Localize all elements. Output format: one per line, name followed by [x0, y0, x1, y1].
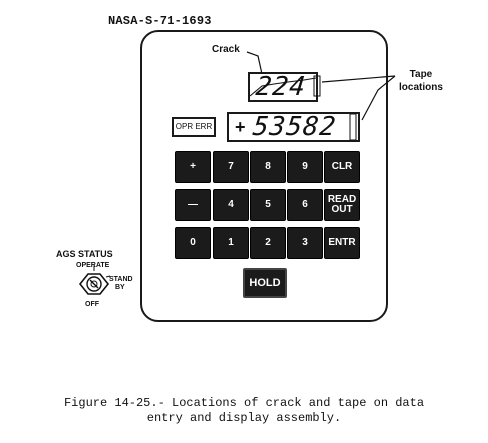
opr-err-indicator: OPR ERR	[172, 117, 216, 137]
ags-operate-label: OPERATE	[76, 262, 110, 269]
key-plus[interactable]: +	[175, 151, 211, 183]
key-0[interactable]: 0	[175, 227, 211, 259]
key-minus[interactable]: —	[175, 189, 211, 221]
tape-label-line1: Tape	[409, 69, 433, 80]
figure-source-id: NASA-S-71-1693	[108, 14, 212, 28]
tape-mark-main-display	[349, 113, 357, 141]
crack-line	[249, 77, 317, 97]
tape-mark-small-display	[313, 75, 321, 97]
key-entr[interactable]: ENTR	[324, 227, 360, 259]
tape-callout-label: Tape locations	[399, 68, 443, 94]
key-9[interactable]: 9	[287, 151, 323, 183]
ags-standby-line2: BY	[115, 284, 125, 291]
key-readout-line1: READ	[327, 194, 357, 205]
key-5[interactable]: 5	[250, 189, 286, 221]
ags-toggle-switch	[78, 266, 111, 295]
figure-caption: Figure 14-25.- Locations of crack and ta…	[0, 396, 488, 426]
key-2[interactable]: 2	[250, 227, 286, 259]
key-6[interactable]: 6	[287, 189, 323, 221]
ags-standby-label: STAND BY	[109, 276, 133, 292]
key-readout[interactable]: READ OUT	[324, 189, 360, 221]
key-3[interactable]: 3	[287, 227, 323, 259]
figure-caption-line2: entry and display assembly.	[146, 411, 342, 425]
key-7[interactable]: 7	[213, 151, 249, 183]
key-hold[interactable]: HOLD	[243, 268, 287, 298]
dedp-panel	[140, 30, 388, 322]
key-8[interactable]: 8	[250, 151, 286, 183]
ags-standby-line1: STAND	[109, 276, 133, 283]
main-display: + 53582	[227, 112, 360, 142]
key-readout-line2: OUT	[331, 204, 353, 215]
main-display-sign: +	[235, 117, 246, 137]
key-4[interactable]: 4	[213, 189, 249, 221]
tape-leader-1	[321, 75, 396, 83]
small-display: 224	[248, 72, 318, 102]
key-1[interactable]: 1	[213, 227, 249, 259]
crack-callout-label: Crack	[212, 44, 240, 55]
key-clr[interactable]: CLR	[324, 151, 360, 183]
tape-leader-2	[361, 75, 396, 121]
tape-label-line2: locations	[399, 82, 443, 93]
ags-off-label: OFF	[85, 301, 99, 308]
crack-leader-line	[246, 51, 263, 75]
ags-status-title: AGS STATUS	[56, 249, 113, 259]
figure-caption-line1: Figure 14-25.- Locations of crack and ta…	[63, 396, 425, 410]
